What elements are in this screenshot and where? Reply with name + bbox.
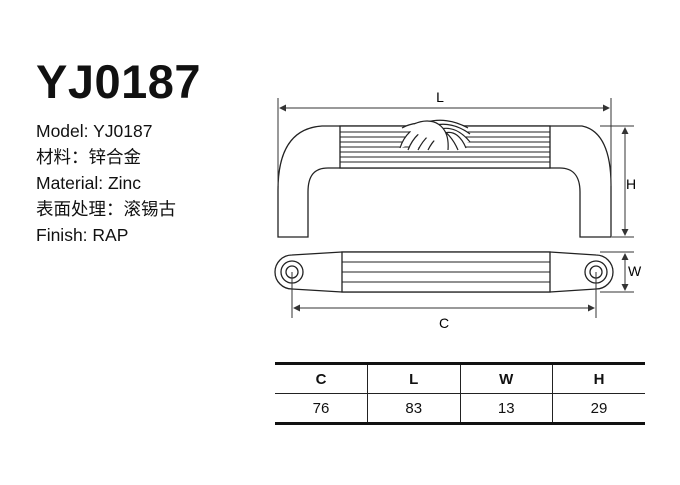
product-code-title: YJ0187 [36, 55, 202, 108]
handle-side-view [277, 119, 612, 238]
header-h: H [552, 363, 645, 394]
value-l: 83 [367, 393, 460, 424]
spec-finish-cn: 表面处理：滚锡古 [36, 199, 176, 219]
spec-material-cn: 材料：锌合金 [36, 147, 141, 167]
dimensions-header-row: C L W H [275, 363, 645, 394]
handle-top-view [274, 251, 614, 293]
dimension-length [277, 98, 612, 186]
spec-list: Model: YJ0187 材料：锌合金 Material: Zinc 表面处理… [36, 118, 176, 248]
dimension-center [291, 272, 597, 318]
value-w: 13 [459, 393, 553, 424]
spec-material-en: Material: Zinc [36, 173, 142, 193]
dimension-width-label: W [628, 263, 642, 279]
dimension-center-label: C [439, 315, 449, 331]
spec-finish-en: Finish: RAP [36, 225, 129, 245]
header-c: C [315, 370, 327, 388]
value-h: 29 [552, 393, 645, 424]
spec-model: Model: YJ0187 [36, 121, 153, 141]
header-l: L [367, 363, 460, 394]
handle-side-outline [277, 125, 612, 238]
dimensions-table: C L W H 76 83 13 29 [275, 362, 645, 425]
value-c: 76 [312, 399, 330, 417]
header-w: W [459, 363, 553, 394]
dimension-width [600, 251, 634, 293]
dimension-height [600, 125, 634, 238]
grip-grooves-top [342, 261, 550, 283]
dimension-height-label: H [626, 176, 636, 192]
dimension-length-label: L [436, 89, 444, 105]
decorative-knot [399, 119, 471, 151]
dimensions-value-row: 76 83 13 29 [275, 393, 645, 424]
